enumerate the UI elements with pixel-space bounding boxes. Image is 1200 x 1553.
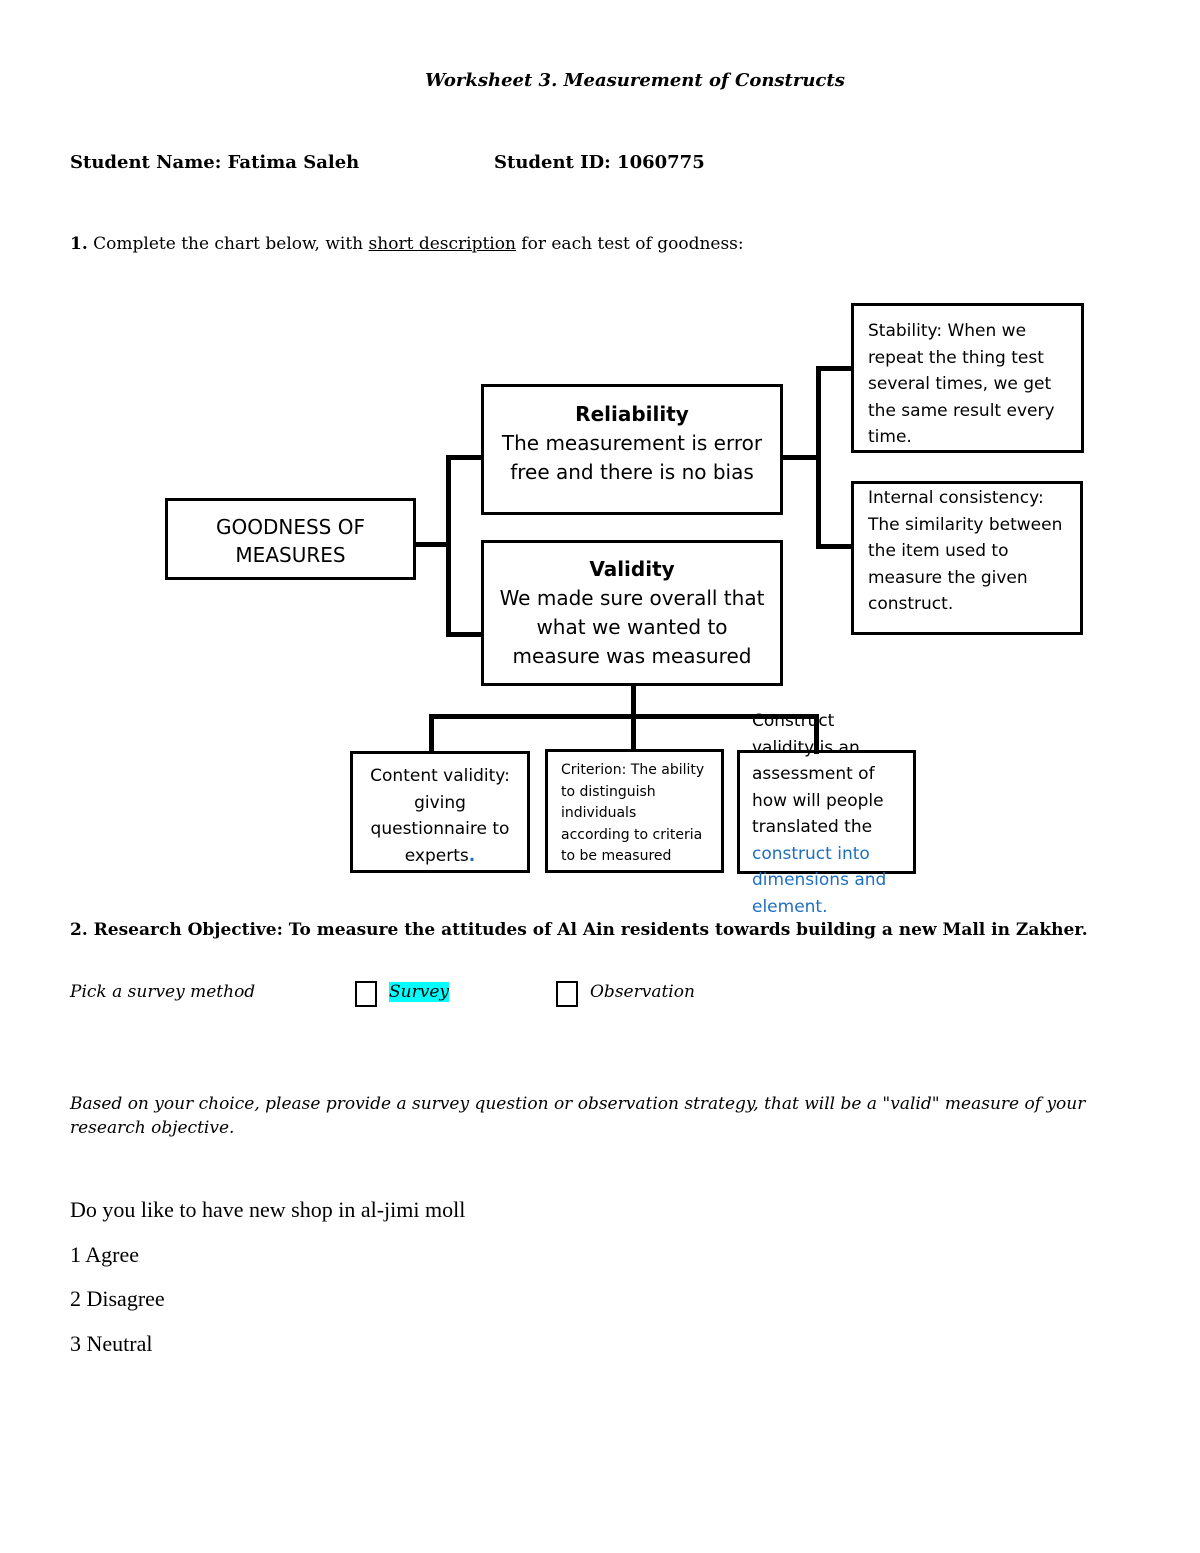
root-line-1: GOODNESS OF [216,515,365,539]
criterion-line-2: to distinguish [561,783,656,800]
connector-validity-down [631,684,636,754]
reliability-title: Reliability [575,402,689,426]
stability-line-1: Stability: When we [868,321,1027,341]
connector-construct [814,714,819,754]
option-observation: Observation [590,982,695,1002]
question-1-number: 1. [70,234,88,254]
reliability-desc-2: free and there is no bias [510,460,754,484]
validity-desc-1: We made sure overall that [499,586,765,610]
content-line-4-text: experts [404,845,469,866]
internal-line-2: The similarity between [868,514,1063,535]
construct-line-5: translated the [752,817,873,837]
internal-line-4: measure the given [868,567,1028,588]
stability-line-4: the same result every [868,400,1055,421]
stability-line-3: several times, we get [868,374,1052,394]
stability-box: Stability: When we repeat the thing test… [851,303,1084,453]
student-name: Student Name: Fatima Saleh [70,152,360,173]
content-validity-box: Content validity: giving questionnaire t… [350,751,530,873]
pick-method-label: Pick a survey method [70,982,256,1002]
survey-checkbox[interactable] [355,981,377,1007]
connector-bottom-horizontal [429,714,819,719]
answer-option-2: 2 Disagree [70,1286,165,1311]
content-line-1: Content validity: [370,766,510,786]
validity-box: Validity We made sure overall that what … [481,540,783,686]
internal-line-3: the item used to [868,541,1009,561]
reliability-box: Reliability The measurement is error fre… [481,384,783,515]
stability-line-5: time. [868,427,912,447]
construct-line-7: dimensions and [752,870,887,890]
internal-line-1: Internal consistency: [868,488,1044,508]
construct-line-2: validity is an [752,737,860,758]
connector-validity [446,632,484,637]
construct-line-3: assessment of [752,764,875,784]
connector-internal [816,544,854,549]
observation-checkbox[interactable] [556,981,578,1007]
answer-option-3: 3 Neutral [70,1331,153,1356]
connector-right-vertical [816,366,821,549]
question-1-text-before: Complete the chart below, with [87,234,369,254]
connector-reliability [446,455,484,460]
root-line-2: MEASURES [235,543,346,567]
reliability-desc-1: The measurement is error [501,431,763,455]
criterion-line-3: individuals [561,805,637,821]
answer-option-1: 1 Agree [70,1242,140,1267]
criterion-line-5: to be measured [561,848,672,864]
connector-reliability-right [781,455,819,460]
construct-validity-text: Construct validity is an assessment of h… [752,708,922,920]
validity-desc-3: measure was measured [512,644,752,668]
content-line-4-dot: . [468,845,476,866]
content-line-4: experts. [353,843,527,870]
question-1: 1. Complete the chart below, with short … [70,234,744,254]
question-1-text-after: for each test of goodness: [515,234,744,254]
connector-root [413,542,450,547]
stability-line-2: repeat the thing test [868,347,1044,368]
construct-line-4: how will people [752,790,884,811]
construct-line-8: element. [752,896,828,917]
connector-root-vertical [446,455,451,637]
option-survey: Survey [389,982,449,1002]
construct-line-6: construct into [752,843,870,864]
question-1-underlined: short description [368,234,516,254]
internal-line-5: construct. [868,594,954,614]
connector-content [429,714,434,754]
content-line-3: questionnaire to [370,819,510,839]
criterion-line-4: according to criteria [561,826,703,843]
criterion-box: Criterion: The ability to distinguish in… [545,749,724,873]
criterion-line-1: Criterion: The ability [561,762,705,778]
internal-consistency-box: Internal consistency: The similarity bet… [851,481,1083,635]
construct-validity-box [737,750,916,874]
connector-stability [816,366,854,371]
validity-title: Validity [589,557,675,581]
instruction-text: Based on your choice, please provide a s… [70,1094,1086,1138]
validity-desc-2: what we wanted to [536,615,728,639]
goodness-of-measures-box: GOODNESS OF MEASURES [165,498,416,580]
construct-line-1: Construct [752,711,835,731]
survey-question: Do you like to have new shop in al-jimi … [70,1197,466,1222]
student-id: Student ID: 1060775 [494,152,705,173]
option-survey-label: Survey [389,982,449,1002]
content-line-2: giving [414,792,466,813]
research-objective: 2. Research Objective: To measure the at… [70,920,1088,940]
page-title: Worksheet 3. Measurement of Constructs [425,70,845,91]
